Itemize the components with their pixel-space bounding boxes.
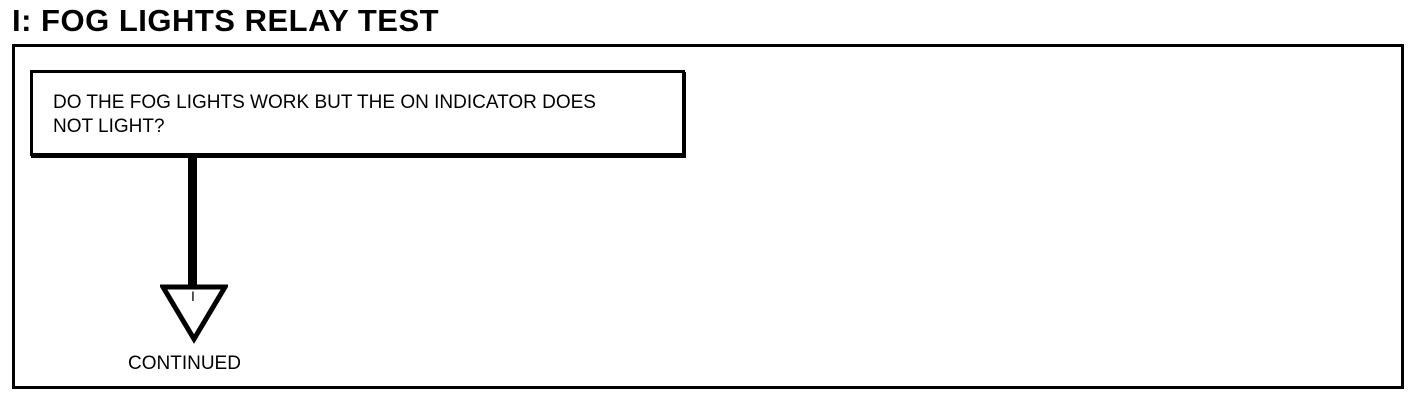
offpage-connector-label: I xyxy=(191,288,195,304)
flowchart-frame xyxy=(12,44,1404,389)
question-box: DO THE FOG LIGHTS WORK BUT THE ON INDICA… xyxy=(30,70,685,156)
question-text: DO THE FOG LIGHTS WORK BUT THE ON INDICA… xyxy=(53,92,596,137)
diagram-title: I: FOG LIGHTS RELAY TEST xyxy=(12,3,440,38)
offpage-connector-triangle xyxy=(160,284,228,344)
continued-caption: CONTINUED xyxy=(128,353,241,374)
flow-connector-line xyxy=(188,156,197,286)
